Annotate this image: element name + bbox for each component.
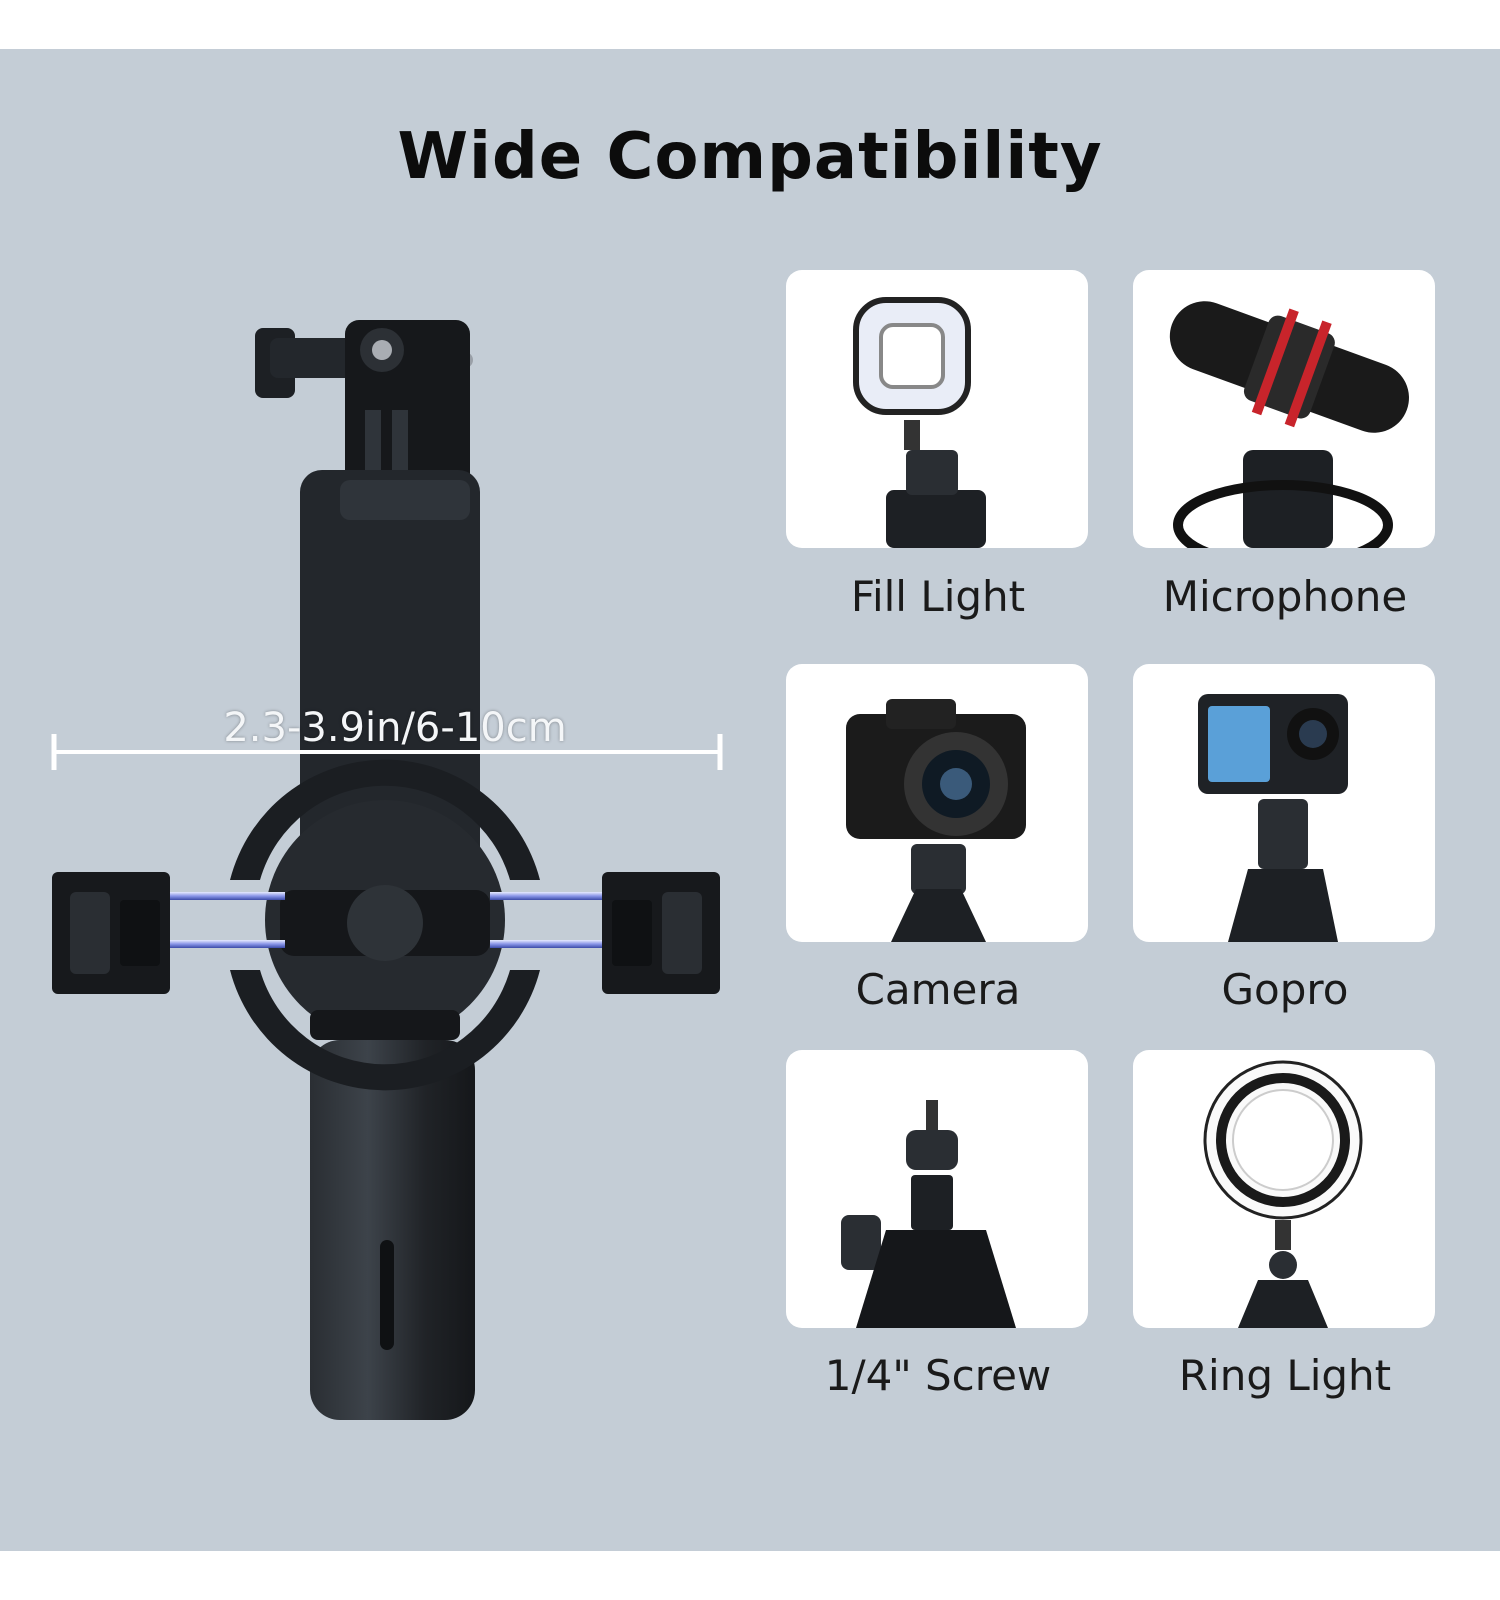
accessory-label-camera: Camera <box>855 965 1021 1014</box>
fill-light-icon <box>853 297 986 548</box>
accessory-label-ring-light: Ring Light <box>1178 1351 1392 1400</box>
width-range-label: 2.3-3.9in/6-10cm <box>223 705 567 751</box>
gopro-icon <box>1198 694 1348 942</box>
camera-card <box>786 664 1088 942</box>
phone-holder-product-image <box>51 320 723 1420</box>
accessory-label-screw: 1/4" Screw <box>824 1351 1052 1400</box>
screw-card <box>786 1050 1088 1328</box>
accessory-label-gopro: Gopro <box>1221 965 1349 1014</box>
screw-mount-icon <box>841 1100 1016 1328</box>
page-title: Wide Compatibility <box>397 120 1103 194</box>
microphone-icon <box>1169 301 1409 548</box>
accessory-label-microphone: Microphone <box>1162 572 1408 621</box>
gopro-card <box>1133 664 1435 942</box>
ring-light-icon <box>1203 1060 1363 1328</box>
camera-icon <box>846 699 1026 942</box>
ring-light-card <box>1133 1050 1435 1328</box>
fill-light-card <box>786 270 1088 548</box>
accessory-label-fill-light: Fill Light <box>850 572 1026 621</box>
microphone-card <box>1133 270 1435 548</box>
